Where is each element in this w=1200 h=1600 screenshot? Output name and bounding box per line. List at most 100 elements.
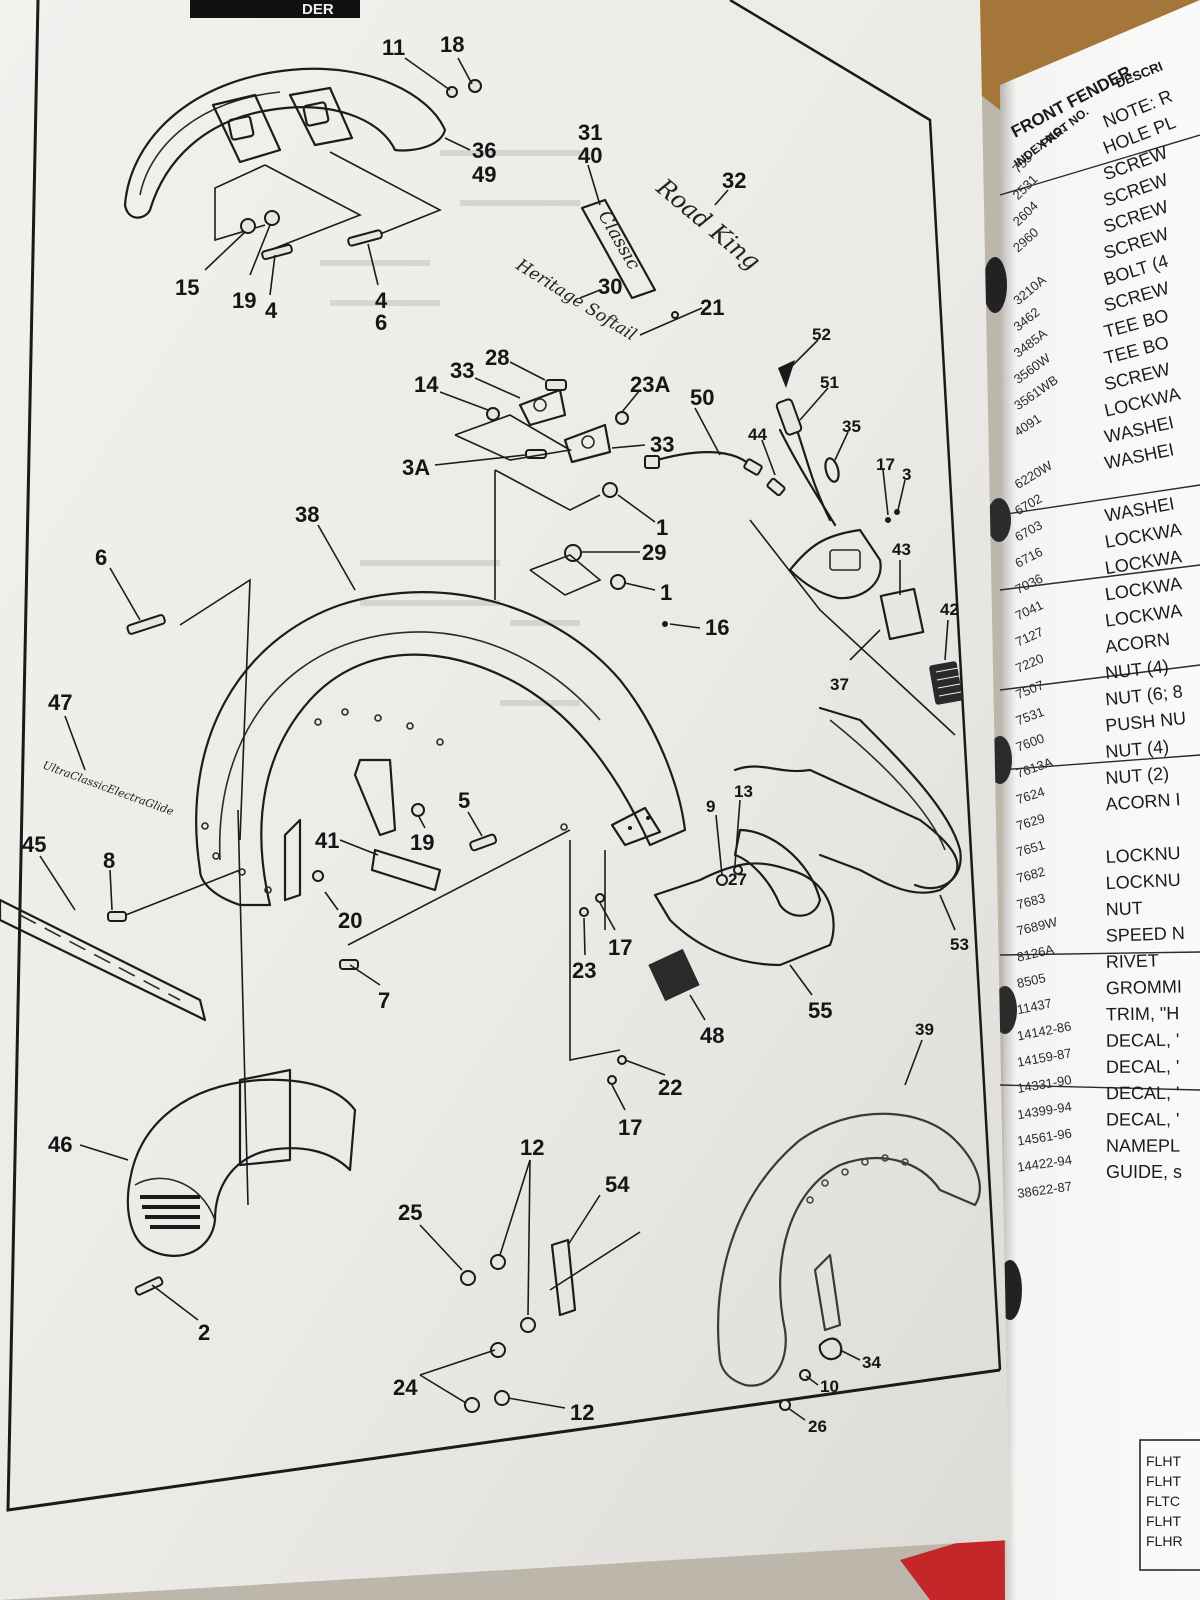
- part-description: DECAL, ': [1106, 1056, 1180, 1077]
- callout-label: 12: [520, 1135, 544, 1160]
- callout-label: 43: [892, 540, 911, 559]
- lower-fender: [126, 1068, 357, 1257]
- part-number: 8505: [1015, 970, 1046, 991]
- callout-label: 25: [398, 1200, 422, 1225]
- binder-hole: [983, 257, 1007, 313]
- callout-label: 5: [458, 788, 470, 813]
- callout-label: 47: [48, 690, 72, 715]
- trim-strip: [0, 898, 207, 1022]
- part-description: TRIM, "H: [1106, 1003, 1180, 1024]
- header-tab-text: DER: [302, 1, 334, 18]
- callout-label: 7: [378, 988, 390, 1013]
- callout-label: 27: [728, 870, 747, 889]
- part-number: 7682: [1015, 864, 1047, 886]
- callout-leaders: [39, 57, 956, 1421]
- left-page: [0, 0, 1010, 1600]
- callout-label: 11: [382, 35, 405, 60]
- callout-label: 38: [295, 502, 319, 527]
- callout-label: 1: [656, 515, 668, 540]
- callout-label: 19: [410, 830, 434, 855]
- callout-label: 45: [22, 832, 46, 857]
- part-number: 7683: [1015, 890, 1047, 912]
- callout-label: 15: [175, 275, 199, 300]
- mount-brackets: [486, 379, 668, 627]
- part-description: GROMMI: [1106, 976, 1182, 998]
- header-tab: [190, 0, 360, 18]
- callout-label: 12: [570, 1400, 594, 1425]
- model-code-box: [1139, 1439, 1200, 1571]
- callout-label: 2: [198, 1320, 210, 1345]
- callout-label: 21: [700, 295, 724, 320]
- callout-label: 26: [808, 1417, 827, 1436]
- main-fender: [195, 591, 687, 907]
- model-code: FLHT: [1146, 1513, 1181, 1529]
- part-description: LOCKNU: [1105, 843, 1181, 867]
- callout-label: 3: [902, 465, 911, 484]
- callout-label: 37: [830, 675, 849, 694]
- part-description: RIVET: [1106, 950, 1160, 972]
- callout-label: 28: [485, 345, 509, 370]
- callout-label: 49: [472, 162, 496, 187]
- callout-label: 17: [608, 935, 632, 960]
- callout-label: 53: [950, 935, 969, 954]
- part-description: GUIDE, s: [1106, 1162, 1182, 1182]
- callout-label: 24: [393, 1375, 418, 1400]
- callout-label: 52: [812, 325, 831, 344]
- callout-label: 51: [820, 373, 839, 392]
- callout-numbers: 11 18 36 49 15 19 4 4 6 31 40 32 30 21 2…: [22, 32, 969, 1436]
- callout-label: 48: [700, 1023, 724, 1048]
- callout-label: 41: [315, 828, 339, 853]
- callout-label: 18: [440, 32, 464, 57]
- callout-label: 42: [940, 600, 959, 619]
- callout-label: 35: [842, 417, 861, 436]
- callout-label: 46: [48, 1132, 72, 1157]
- part-description: DECAL, ': [1106, 1109, 1180, 1129]
- binder-hole: [987, 498, 1011, 542]
- callout-label: 32: [722, 168, 746, 193]
- callout-label: 44: [748, 425, 767, 444]
- callout-label: 4: [375, 288, 388, 313]
- part-description: SPEED N: [1105, 923, 1185, 946]
- callout-label: 33: [650, 432, 674, 457]
- model-code: FLHT: [1146, 1453, 1181, 1469]
- callout-label: 16: [705, 615, 729, 640]
- page-frame-top: [729, 0, 1002, 1371]
- part-description: DECAL, ': [1106, 1030, 1180, 1051]
- callout-label: 31: [578, 120, 602, 145]
- model-code: FLHR: [1146, 1533, 1183, 1549]
- part-number: 11437: [1016, 995, 1053, 1017]
- front-fender-39: [717, 1112, 981, 1387]
- callout-label: 40: [578, 143, 602, 168]
- model-code: FLHT: [1146, 1473, 1181, 1489]
- callout-label: 8: [103, 848, 115, 873]
- callout-label: 4: [265, 298, 278, 323]
- callout-label: 10: [820, 1377, 839, 1396]
- callout-label: 9: [706, 797, 715, 816]
- callout-label: 6: [375, 310, 387, 335]
- callout-label: 19: [232, 288, 256, 313]
- callout-label: 54: [605, 1172, 630, 1197]
- part-description: NAMEPL: [1106, 1136, 1180, 1156]
- callout-label: 30: [598, 274, 622, 299]
- callout-label: 6: [95, 545, 107, 570]
- callout-label: 34: [862, 1353, 881, 1372]
- guard-rail: [733, 765, 959, 894]
- callout-label: 13: [734, 782, 753, 801]
- callout-label: 50: [690, 385, 714, 410]
- bracket: [550, 1238, 577, 1317]
- callout-label: 17: [876, 455, 895, 474]
- part-description: LOCKNU: [1105, 870, 1181, 894]
- callout-label: 1: [660, 580, 672, 605]
- callout-label: 14: [414, 372, 439, 397]
- callout-label: 36: [472, 138, 496, 163]
- bleed-through: [320, 150, 590, 706]
- model-code: FLTC: [1146, 1493, 1180, 1509]
- callout-label: 23: [572, 958, 596, 983]
- callout-label: 33: [450, 358, 474, 383]
- callout-label: 23A: [630, 372, 670, 397]
- callout-label: 17: [618, 1115, 642, 1140]
- callout-label: 20: [338, 908, 362, 933]
- callout-label: 55: [808, 998, 832, 1023]
- callout-label: 3A: [402, 455, 430, 480]
